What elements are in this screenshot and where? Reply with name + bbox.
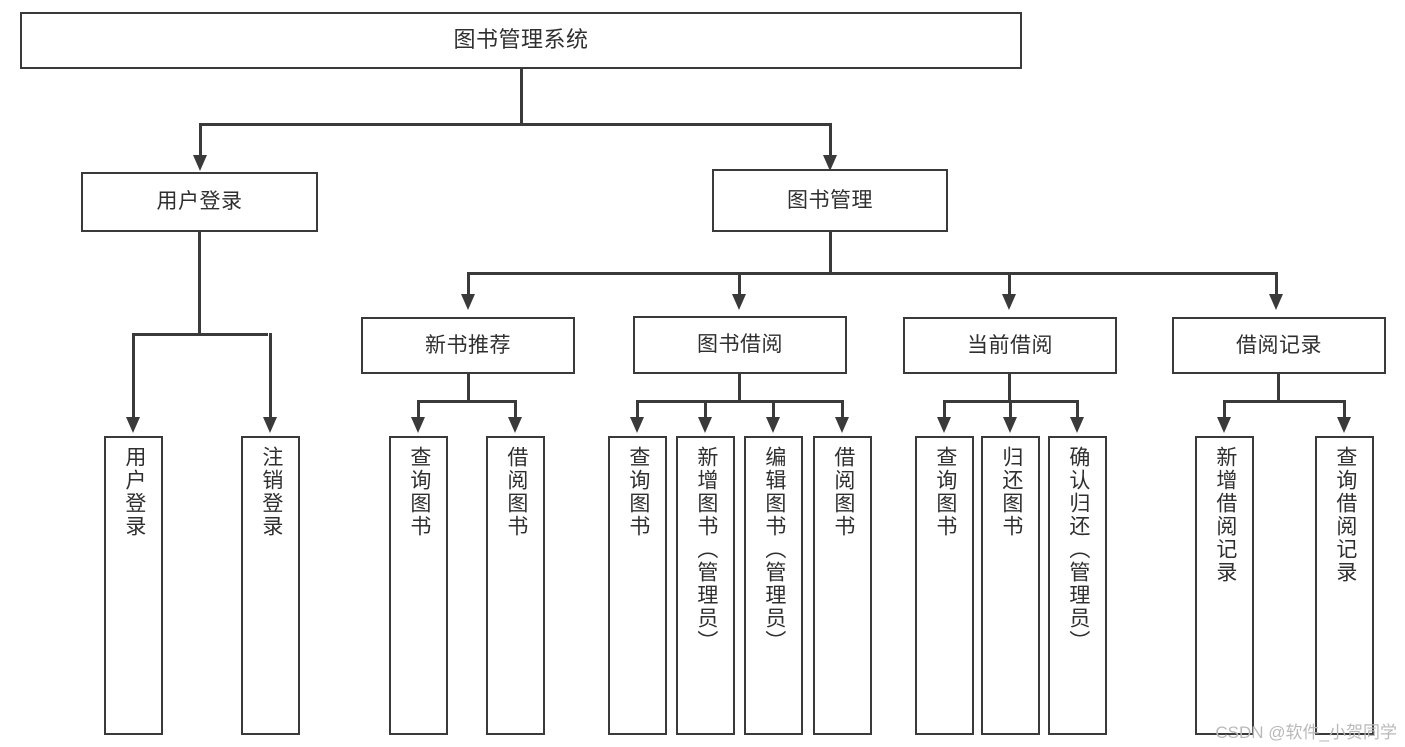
arrow-book-mgmt-to-current-borrow bbox=[1002, 294, 1016, 310]
connector-current-borrow-leaf2 bbox=[1009, 400, 1012, 419]
arrow-book-mgmt-to-new-book bbox=[461, 294, 475, 310]
connector-borrow-record-leaf2 bbox=[1343, 400, 1346, 419]
connector-new-book-bar bbox=[417, 400, 517, 403]
connector-new-book-stem bbox=[467, 374, 470, 402]
leaf-current-borrow-return-label: 归还图书 bbox=[999, 446, 1023, 538]
connector-current-borrow-leaf1 bbox=[943, 400, 946, 419]
leaf-new-book-borrow[interactable]: 借阅图书 bbox=[486, 436, 545, 735]
watermark-text: CSDN @软件_小贺同学 bbox=[1215, 723, 1397, 742]
arrow-borrow-record-leaf2 bbox=[1337, 417, 1351, 433]
connector-book-borrow-leaf1 bbox=[636, 400, 639, 419]
connector-current-borrow-leaf3 bbox=[1076, 400, 1079, 419]
connector-book-mgmt-to-new-book bbox=[467, 272, 470, 296]
leaf-user-login-login-label: 用户登录 bbox=[122, 446, 146, 538]
arrow-root-to-book-mgmt bbox=[823, 155, 837, 171]
arrow-user-login-leaf1 bbox=[126, 417, 140, 433]
connector-book-mgmt-bar bbox=[467, 272, 1277, 275]
connector-new-book-leaf1 bbox=[417, 400, 420, 419]
leaf-book-borrow-edit[interactable]: 编辑图书（管理员） bbox=[744, 436, 803, 735]
arrow-borrow-record-leaf1 bbox=[1217, 417, 1231, 433]
connector-book-borrow-leaf3 bbox=[772, 400, 775, 419]
node-new-book-recommend[interactable]: 新书推荐 bbox=[361, 317, 575, 374]
node-root-system-label: 图书管理系统 bbox=[453, 27, 589, 53]
connector-book-borrow-leaf4 bbox=[841, 400, 844, 419]
leaf-book-borrow-add-label: 新增图书（管理员） bbox=[694, 446, 718, 653]
node-book-borrow[interactable]: 图书借阅 bbox=[633, 316, 847, 374]
node-current-borrow[interactable]: 当前借阅 bbox=[903, 317, 1117, 374]
leaf-book-borrow-borrow[interactable]: 借阅图书 bbox=[813, 436, 872, 735]
connector-borrow-record-bar bbox=[1223, 400, 1345, 403]
connector-book-mgmt-stem bbox=[829, 232, 832, 274]
arrow-book-mgmt-to-borrow-record bbox=[1269, 294, 1283, 310]
node-borrow-record[interactable]: 借阅记录 bbox=[1172, 317, 1386, 374]
leaf-book-borrow-query[interactable]: 查询图书 bbox=[608, 436, 667, 735]
connector-book-mgmt-to-borrow-record bbox=[1275, 272, 1278, 296]
connector-user-login-leaf2 bbox=[269, 333, 272, 419]
connector-user-login-stem bbox=[198, 232, 201, 335]
connector-current-borrow-stem bbox=[1008, 374, 1011, 402]
connector-user-login-bar bbox=[132, 333, 268, 336]
connector-book-mgmt-to-current-borrow bbox=[1008, 272, 1011, 296]
node-user-login-label: 用户登录 bbox=[156, 190, 243, 214]
arrow-book-borrow-leaf3 bbox=[766, 417, 780, 433]
leaf-borrow-record-query-label: 查询借阅记录 bbox=[1333, 446, 1357, 584]
arrow-new-book-leaf2 bbox=[508, 417, 522, 433]
arrow-book-mgmt-to-book-borrow bbox=[732, 294, 746, 310]
arrow-current-borrow-leaf3 bbox=[1070, 417, 1084, 433]
node-book-management[interactable]: 图书管理 bbox=[712, 169, 948, 232]
arrow-book-borrow-leaf2 bbox=[698, 417, 712, 433]
arrow-current-borrow-leaf1 bbox=[937, 417, 951, 433]
connector-borrow-record-stem bbox=[1277, 374, 1280, 402]
connector-root-to-book-mgmt bbox=[829, 123, 832, 157]
node-borrow-record-label: 借阅记录 bbox=[1236, 333, 1322, 357]
leaf-borrow-record-add-label: 新增借阅记录 bbox=[1213, 446, 1237, 584]
leaf-current-borrow-query[interactable]: 查询图书 bbox=[915, 436, 974, 735]
arrow-book-borrow-leaf1 bbox=[630, 417, 644, 433]
leaf-book-borrow-borrow-label: 借阅图书 bbox=[831, 446, 855, 538]
connector-book-borrow-bar bbox=[636, 400, 842, 403]
connector-book-borrow-leaf2 bbox=[704, 400, 707, 419]
connector-root-stem bbox=[520, 69, 523, 125]
arrow-new-book-leaf1 bbox=[411, 417, 425, 433]
node-current-borrow-label: 当前借阅 bbox=[967, 333, 1053, 357]
connector-user-login-leaf1 bbox=[132, 333, 135, 419]
leaf-current-borrow-confirm-label: 确认归还（管理员） bbox=[1066, 446, 1090, 653]
arrow-current-borrow-leaf2 bbox=[1003, 417, 1017, 433]
leaf-current-borrow-confirm[interactable]: 确认归还（管理员） bbox=[1048, 436, 1107, 735]
connector-root-bar bbox=[199, 123, 831, 126]
arrow-user-login-leaf2 bbox=[263, 417, 277, 433]
node-user-login[interactable]: 用户登录 bbox=[81, 172, 318, 232]
leaf-new-book-borrow-label: 借阅图书 bbox=[504, 446, 528, 538]
leaf-new-book-query[interactable]: 查询图书 bbox=[389, 436, 448, 735]
leaf-new-book-query-label: 查询图书 bbox=[407, 446, 431, 538]
connector-book-mgmt-to-book-borrow bbox=[738, 272, 741, 296]
connector-borrow-record-leaf1 bbox=[1223, 400, 1226, 419]
connector-root-to-user-login bbox=[199, 123, 202, 157]
leaf-current-borrow-query-label: 查询图书 bbox=[933, 446, 957, 538]
leaf-user-login-login[interactable]: 用户登录 bbox=[104, 436, 163, 735]
arrow-book-borrow-leaf4 bbox=[835, 417, 849, 433]
leaf-book-borrow-query-label: 查询图书 bbox=[626, 446, 650, 538]
leaf-book-borrow-edit-label: 编辑图书（管理员） bbox=[762, 446, 786, 653]
leaf-current-borrow-return[interactable]: 归还图书 bbox=[981, 436, 1040, 735]
leaf-borrow-record-add[interactable]: 新增借阅记录 bbox=[1195, 436, 1254, 735]
leaf-borrow-record-query[interactable]: 查询借阅记录 bbox=[1315, 436, 1374, 735]
connector-book-borrow-stem bbox=[738, 374, 741, 402]
arrow-root-to-user-login bbox=[193, 155, 207, 171]
leaf-book-borrow-add[interactable]: 新增图书（管理员） bbox=[676, 436, 735, 735]
leaf-user-login-logout[interactable]: 注销登录 bbox=[241, 436, 300, 735]
leaf-user-login-logout-label: 注销登录 bbox=[259, 446, 283, 538]
node-new-book-recommend-label: 新书推荐 bbox=[425, 333, 511, 357]
node-book-management-label: 图书管理 bbox=[787, 188, 873, 212]
connector-new-book-leaf2 bbox=[514, 400, 517, 419]
node-book-borrow-label: 图书借阅 bbox=[697, 333, 783, 357]
node-root-system[interactable]: 图书管理系统 bbox=[20, 12, 1022, 69]
